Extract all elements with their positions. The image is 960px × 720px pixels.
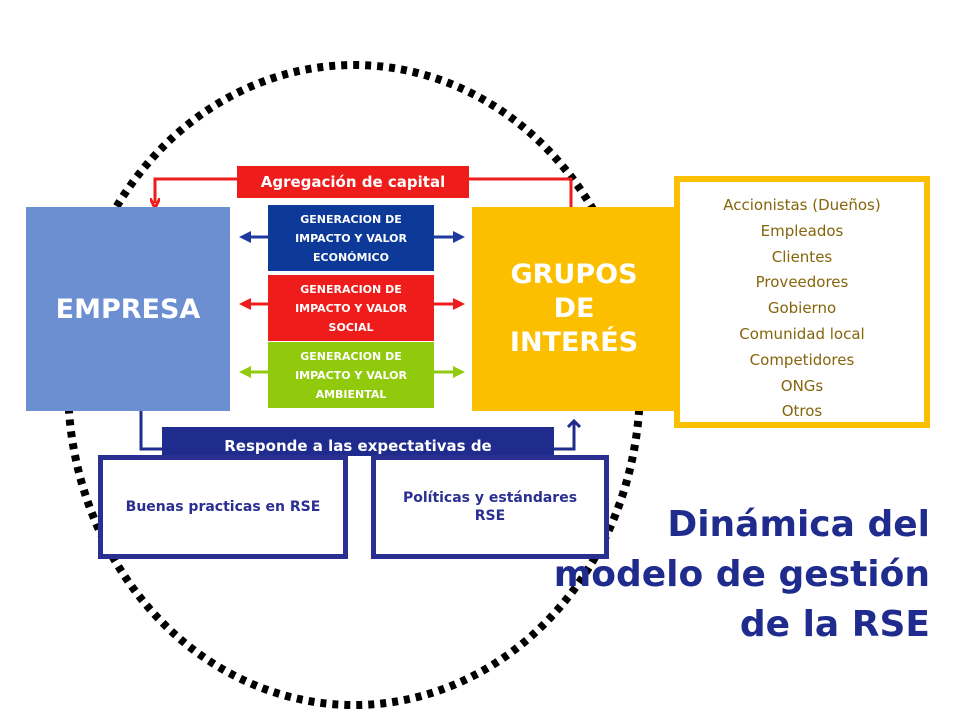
- economic-impact-label: GENERACION DE IMPACTO Y VALOR ECONÓMICO: [295, 212, 407, 264]
- capital-label: Agregación de capital: [237, 166, 469, 198]
- title-line: Dinámica del: [667, 504, 930, 545]
- policies-label: Políticas y estándares RSE: [402, 490, 578, 524]
- company-box: EMPRESA: [26, 207, 230, 411]
- good-practices-label: Buenas practicas en RSE: [125, 499, 321, 515]
- environmental-impact-box: GENERACION DE IMPACTO Y VALOR AMBIENTAL: [268, 342, 434, 408]
- stakeholder-item: Proveedores: [755, 273, 849, 292]
- policies-box: Políticas y estándares RSE: [371, 455, 609, 559]
- stakeholder-item: Empleados: [760, 221, 844, 240]
- social-impact-label: GENERACION DE IMPACTO Y VALOR SOCIAL: [295, 282, 407, 334]
- stakeholder-item: Competidores: [749, 350, 855, 369]
- stakeholders-box: GRUPOS DE INTERÉS: [472, 207, 676, 411]
- stakeholder-item: Clientes: [771, 247, 833, 266]
- stakeholder-item: Gobierno: [767, 299, 837, 318]
- social-impact-box: GENERACION DE IMPACTO Y VALOR SOCIAL: [268, 275, 434, 341]
- stakeholder-item: ONGs: [780, 376, 824, 395]
- diagram-title: Dinámica del modelo de gestión de la RSE: [510, 500, 930, 650]
- title-line: modelo de gestión: [553, 554, 930, 595]
- good-practices-box: Buenas practicas en RSE: [98, 455, 348, 559]
- economic-impact-box: GENERACION DE IMPACTO Y VALOR ECONÓMICO: [268, 205, 434, 271]
- stakeholder-item: Comunidad local: [739, 324, 865, 343]
- responds-label: Responde a las expectativas de: [162, 427, 554, 456]
- company-label: EMPRESA: [55, 293, 201, 325]
- stakeholder-list-box: Accionistas (Dueños) Empleados Clientes …: [674, 176, 930, 428]
- stakeholders-label: GRUPOS DE INTERÉS: [509, 259, 639, 358]
- title-line: de la RSE: [739, 604, 930, 645]
- stakeholder-item: Accionistas (Dueños): [723, 196, 881, 214]
- environmental-impact-label: GENERACION DE IMPACTO Y VALOR AMBIENTAL: [295, 349, 407, 401]
- stakeholder-item: Otros: [781, 402, 823, 421]
